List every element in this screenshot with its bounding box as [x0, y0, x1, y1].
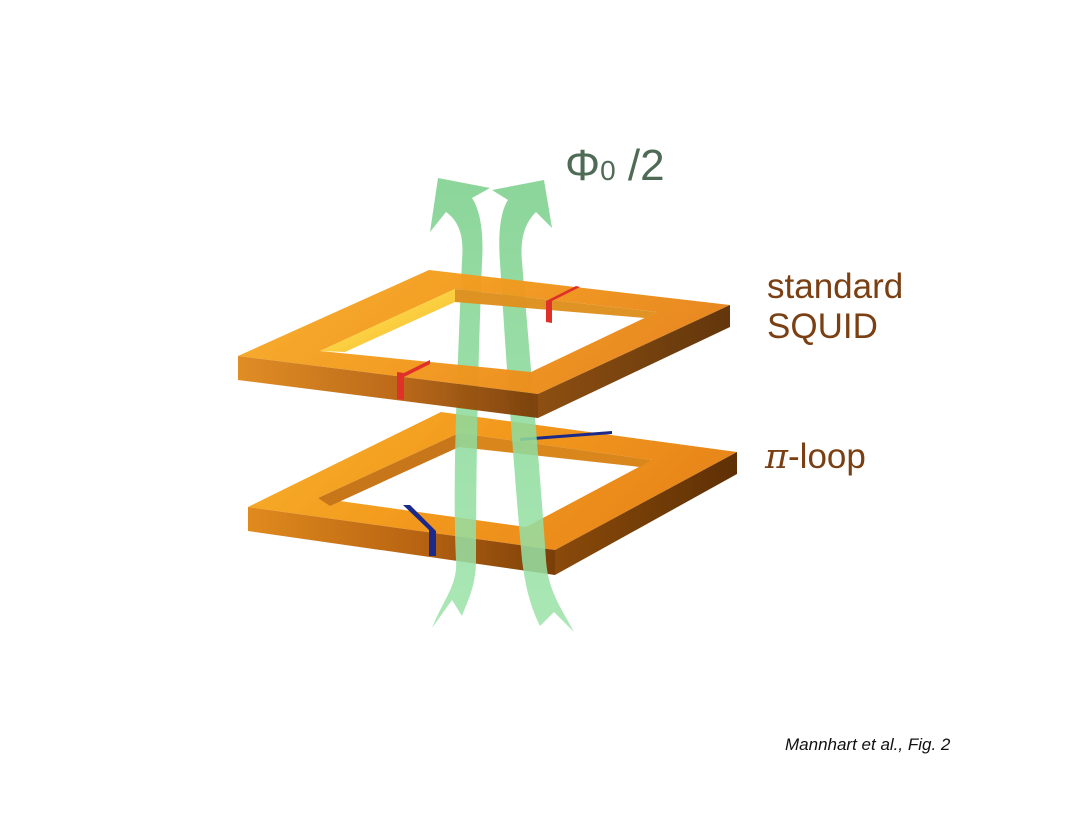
squid-junctions	[397, 286, 580, 400]
flux-quantum-label: Φ0 /2	[565, 141, 665, 196]
flux-symbol: Φ	[565, 141, 601, 190]
pi-loop-suffix: -loop	[788, 437, 866, 476]
squid-front-side	[238, 356, 538, 418]
figure-caption: Mannhart et al., Fig. 2	[785, 735, 951, 754]
squid-label-line2: SQUID	[767, 307, 878, 346]
pi-loop-top-face	[248, 412, 737, 550]
flux-subscript: 0	[600, 155, 616, 186]
pi-junction-front	[403, 505, 436, 556]
standard-squid-ring	[238, 270, 730, 418]
pi-loop-inner-wall-right	[459, 433, 652, 467]
pi-loop-ring	[248, 412, 737, 575]
squid-top-face	[238, 270, 730, 394]
squid-label-line1: standard	[767, 267, 904, 306]
squid-inner-highlight	[320, 289, 455, 352]
standard-squid-label: standard SQUID	[767, 267, 903, 347]
flux-suffix: /2	[615, 141, 665, 190]
squid-right-side	[538, 305, 730, 418]
squid-junction-front	[397, 360, 430, 400]
pi-junction-back	[520, 431, 612, 441]
pi-loop-front-side	[248, 507, 555, 575]
pi-loop-junctions	[403, 431, 612, 556]
squid-junction-back	[546, 286, 580, 323]
pi-symbol: π	[765, 437, 789, 477]
pi-loop-label: π-loop	[765, 437, 866, 477]
pi-loop-inner-wall	[318, 433, 459, 506]
squid-inner-wall-right	[455, 289, 657, 318]
pi-loop-right-side	[555, 452, 737, 575]
